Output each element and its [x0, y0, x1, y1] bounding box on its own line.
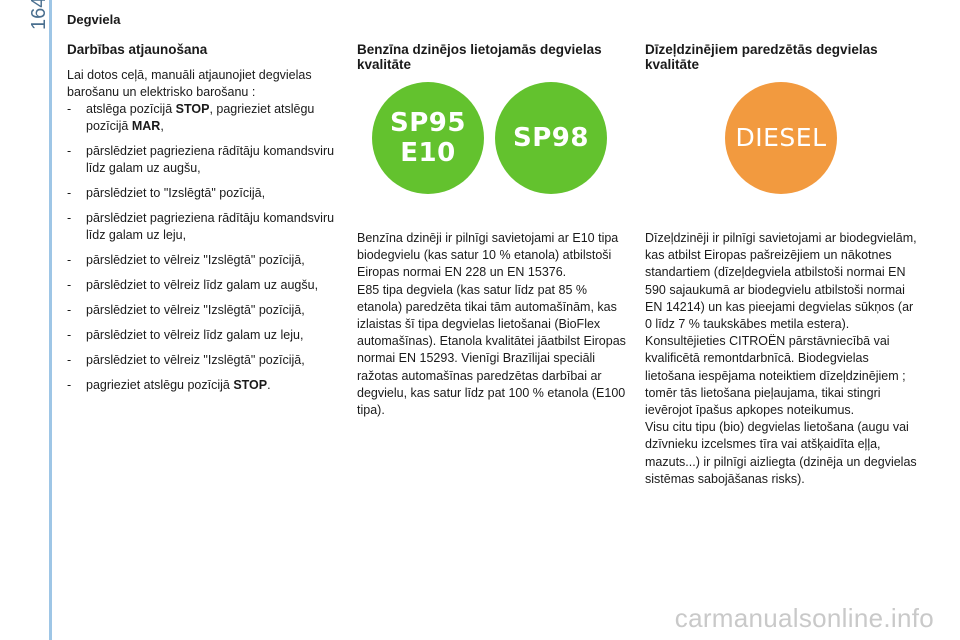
heading-restart: Darbības atjaunošana — [67, 42, 208, 57]
petrol-body: Benzīna dzinēji ir pilnīgi savietojami a… — [357, 230, 629, 419]
list-item: -pārslēdziet to vēlreiz "Izslēgtā" pozīc… — [67, 253, 305, 268]
diesel-body: Dīzeļdzinēji ir pilnīgi savietojami ar b… — [645, 230, 917, 488]
column-petrol: Benzīna dzinējos lietojamās degvielas kv… — [357, 42, 629, 419]
paragraph: Konsultējieties CITROËN pārstāvniecībā v… — [645, 334, 906, 418]
list-item: -pārslēdziet to vēlreiz "Izslēgtā" pozīc… — [67, 353, 305, 368]
petrol-badges: SP95 E10 SP98 — [357, 82, 629, 194]
sp95-e10-badge-icon: SP95 E10 — [372, 82, 484, 194]
heading-diesel: Dīzeļdzinējiem paredzētās degvielas kval… — [645, 42, 878, 72]
diesel-badges: DIESEL — [645, 82, 917, 194]
column-restart: Darbības atjaunošana Lai dotos ceļā, man… — [67, 42, 342, 402]
paragraph: Dīzeļdzinēji ir pilnīgi savietojami ar b… — [645, 231, 917, 332]
list-item: -pagrieziet atslēgu pozīcijā STOP. — [67, 378, 271, 393]
list-item: -pārslēdziet pagrieziena rādītāju komand… — [67, 211, 335, 243]
watermark: carmanualsonline.info — [674, 603, 934, 633]
paragraph: Benzīna dzinēji ir pilnīgi savietojami a… — [357, 231, 619, 280]
list-item: -pārslēdziet to vēlreiz līdz galam uz au… — [67, 278, 319, 293]
intro-text: Lai dotos ceļā, manuāli atjaunojiet degv… — [67, 68, 312, 100]
list-item: -atslēga pozīcijā STOP, pagrieziet atslē… — [67, 102, 315, 134]
list-item: -pārslēdziet to vēlreiz "Izslēgtā" pozīc… — [67, 303, 305, 318]
section-title: Degviela — [67, 12, 121, 27]
list-item: -pārslēdziet pagrieziena rādītāju komand… — [67, 144, 335, 176]
diesel-badge-icon: DIESEL — [725, 82, 837, 194]
steps-list: -atslēga pozīcijā STOP, pagrieziet atslē… — [67, 101, 342, 394]
sp98-badge-icon: SP98 — [495, 82, 607, 194]
paragraph: E85 tipa degviela (kas satur līdz pat 85… — [357, 282, 626, 418]
list-item: -pārslēdziet to vēlreiz līdz galam uz le… — [67, 328, 304, 343]
list-item: -pārslēdziet to "Izslēgtā" pozīcijā, — [67, 186, 266, 201]
paragraph: Visu citu tipu (bio) degvielas lietošana… — [645, 420, 917, 486]
heading-petrol: Benzīna dzinējos lietojamās degvielas kv… — [357, 42, 602, 72]
column-diesel: Dīzeļdzinējiem paredzētās degvielas kval… — [645, 42, 917, 488]
page-number: 164 — [28, 0, 50, 30]
margin-bar — [49, 0, 52, 640]
